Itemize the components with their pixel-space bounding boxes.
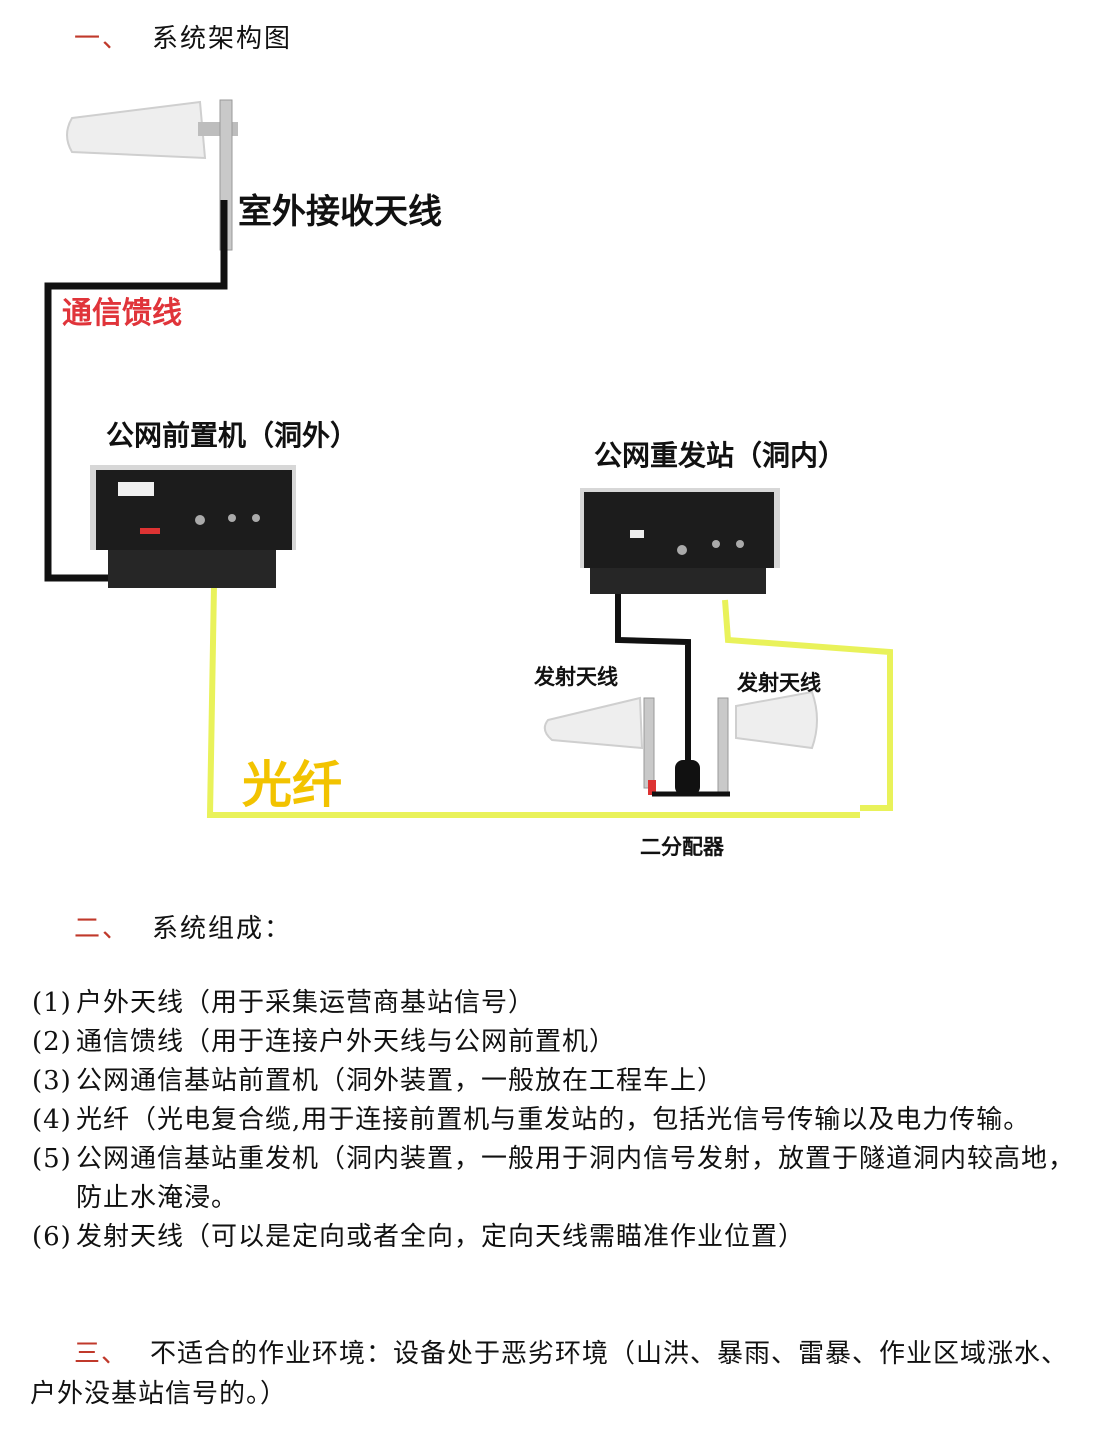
list-item: (6)发射天线（可以是定向或者全向，定向天线需瞄准作业位置） xyxy=(32,1218,1092,1257)
fiber-cable-right xyxy=(722,599,893,811)
list-item-index: (2) xyxy=(32,1027,72,1057)
section-2-title: 系统组成： xyxy=(152,914,293,944)
list-item-text: 公网通信基站重发机（洞内装置，一般用于洞内信号发射，放置于隧道洞内较高地，防止水… xyxy=(76,1144,1076,1213)
list-item: (4)光纤（光电复合缆,用于连接前置机与重发站的，包括光信号传输以及电力传输。 xyxy=(32,1101,1092,1140)
system-architecture-diagram: 室外接收天线 通信馈线 公网前置机（洞外） 公网重发站（洞内） 发射天线 发射天… xyxy=(44,99,893,859)
list-item-text: 光纤（光电复合缆,用于连接前置机与重发站的，包括光信号传输以及电力传输。 xyxy=(76,1105,1031,1135)
tx-antenna-left-icon xyxy=(543,696,656,795)
tx-antenna-right-label: 发射天线 xyxy=(736,671,821,695)
list-item: (2)通信馈线（用于连接户外天线与公网前置机） xyxy=(32,1023,1092,1062)
list-item-index: (6) xyxy=(32,1222,72,1252)
splitter-icon xyxy=(652,760,730,797)
list-item: (1)户外天线（用于采集运营商基站信号） xyxy=(32,984,1092,1023)
front-unit-label: 公网前置机（洞外） xyxy=(106,419,358,452)
section-1-heading: 一、系统架构图 xyxy=(74,18,292,55)
feeder-cable xyxy=(44,200,228,582)
repeater-cable xyxy=(615,590,691,765)
components-list: (1)户外天线（用于采集运营商基站信号） (2)通信馈线（用于连接户外天线与公网… xyxy=(32,984,1092,1257)
repeater-device-icon xyxy=(580,488,780,594)
list-item-index: (5) xyxy=(32,1144,72,1174)
fiber-label: 光纤 xyxy=(242,756,342,814)
tx-antenna-right-icon xyxy=(717,690,818,795)
tx-antenna-left-label: 发射天线 xyxy=(533,665,618,689)
list-item: (5)公网通信基站重发机（洞内装置，一般用于洞内信号发射，放置于隧道洞内较高地，… xyxy=(32,1140,1092,1218)
section-2-heading: 二、系统组成： xyxy=(74,908,292,945)
list-item-text: 户外天线（用于采集运营商基站信号） xyxy=(76,988,536,1018)
section-3-number: 三、 xyxy=(74,1339,129,1369)
fiber-cable xyxy=(206,584,860,818)
repeater-label: 公网重发站（洞内） xyxy=(594,439,846,472)
list-item-text: 通信馈线（用于连接户外天线与公网前置机） xyxy=(76,1027,617,1057)
front-unit-device-icon xyxy=(90,465,296,588)
list-item-text: 发射天线（可以是定向或者全向，定向天线需瞄准作业位置） xyxy=(76,1222,806,1252)
section-3-text: 不适合的作业环境：设备处于恶劣环境（山洪、暴雨、雷暴、作业区域涨水、户外没基站信… xyxy=(30,1339,1069,1409)
list-item-text: 公网通信基站前置机（洞外装置，一般放在工程车上） xyxy=(76,1066,725,1096)
section-3-paragraph: 三、不适合的作业环境：设备处于恶劣环境（山洪、暴雨、雷暴、作业区域涨水、户外没基… xyxy=(30,1334,1080,1414)
outdoor-antenna-icon xyxy=(66,99,238,251)
section-1-number: 一、 xyxy=(74,24,131,54)
outdoor-antenna-label: 室外接收天线 xyxy=(238,192,442,232)
list-item: (3)公网通信基站前置机（洞外装置，一般放在工程车上） xyxy=(32,1062,1092,1101)
list-item-index: (3) xyxy=(32,1066,72,1096)
list-item-index: (1) xyxy=(32,988,72,1018)
section-2-number: 二、 xyxy=(74,914,131,944)
splitter-label: 二分配器 xyxy=(640,835,725,859)
feeder-label: 通信馈线 xyxy=(62,296,182,331)
section-1-title: 系统架构图 xyxy=(152,24,293,54)
list-item-index: (4) xyxy=(32,1105,72,1135)
